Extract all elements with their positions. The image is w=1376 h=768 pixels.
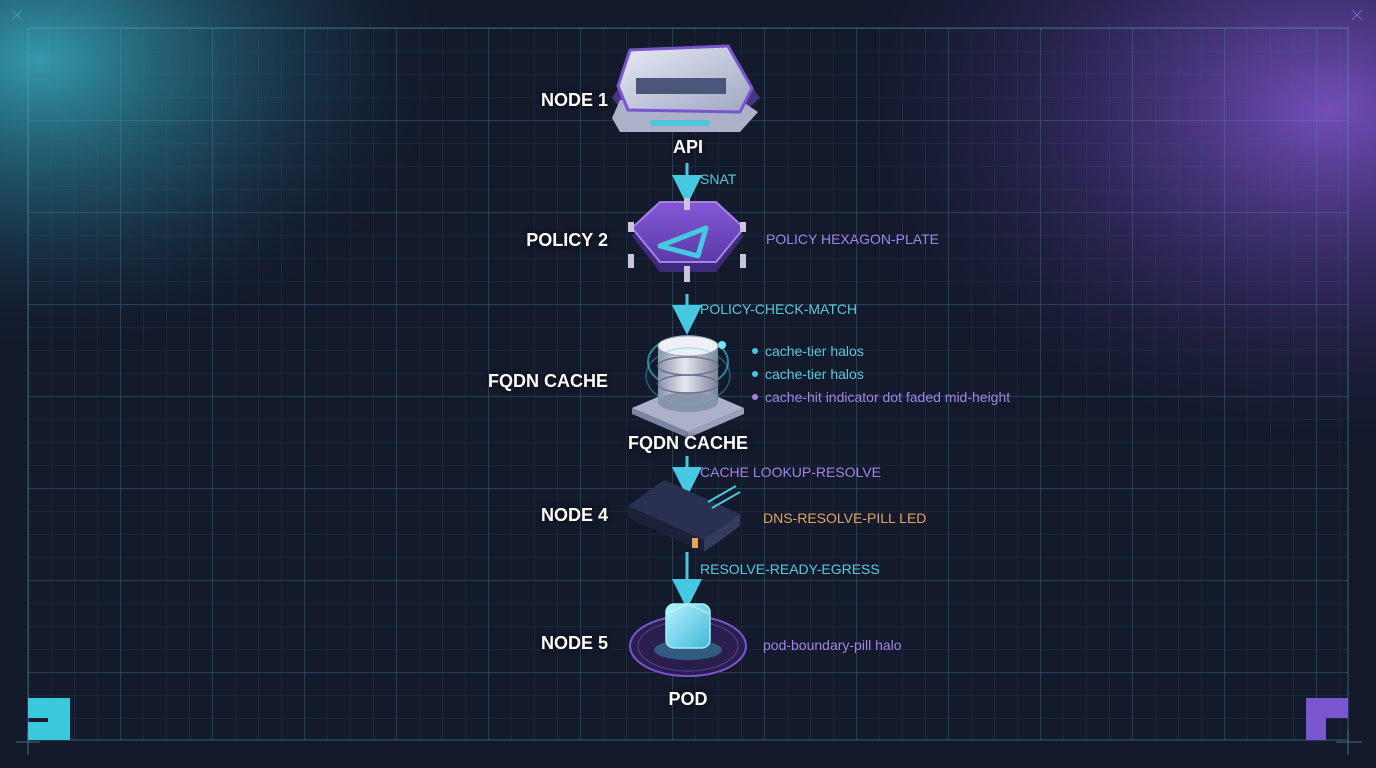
policy-hexagon-plate-icon	[628, 198, 746, 282]
database-cache-icon	[632, 335, 744, 438]
annotation-cache-1: cache-tier halos	[752, 343, 864, 359]
node-label-1: NODE 1	[540, 90, 608, 110]
annotation-policy: POLICY HEXAGON-PLATE	[766, 231, 939, 247]
annotation-cache-3: cache-hit indicator dot faded mid-height	[752, 389, 1010, 405]
node-label-2: POLICY 2	[526, 230, 608, 250]
corner-close-mark-right	[1351, 9, 1363, 21]
edge-label-snat: SNAT	[700, 171, 737, 187]
bullet-dot-icon	[752, 371, 758, 378]
bullet-dot-icon	[752, 394, 758, 401]
node-caption-api: API	[672, 137, 703, 157]
edge-label-policy-check: POLICY-CHECK-MATCH	[700, 301, 858, 317]
corner-bracket-right-icon	[1306, 698, 1348, 740]
node-label-5: NODE 5	[540, 633, 608, 653]
node-label-4: NODE 4	[540, 505, 608, 525]
edge-label-cache-lookup: CACHE LOOKUP-RESOLVE	[700, 464, 882, 480]
annotation-pod: pod-boundary-pill halo	[763, 637, 902, 653]
server-icon	[612, 44, 760, 132]
node-caption-fqdn-cache: FQDN CACHE	[628, 433, 748, 453]
node-caption-pod: POD	[668, 689, 708, 709]
corner-bracket-left-icon	[28, 698, 70, 740]
pod-cube-icon	[629, 603, 747, 677]
dns-resolver-device-icon	[628, 480, 741, 552]
annotation-node4: DNS-RESOLVE-PILL LED	[763, 510, 927, 526]
annotation-cache-2: cache-tier halos	[752, 366, 864, 382]
corner-close-mark-left	[11, 9, 23, 21]
edge-label-resolve-ready: RESOLVE-READY-EGRESS	[700, 561, 880, 577]
node-label-3: FQDN CACHE	[488, 371, 608, 391]
bullet-dot-icon	[752, 348, 758, 355]
